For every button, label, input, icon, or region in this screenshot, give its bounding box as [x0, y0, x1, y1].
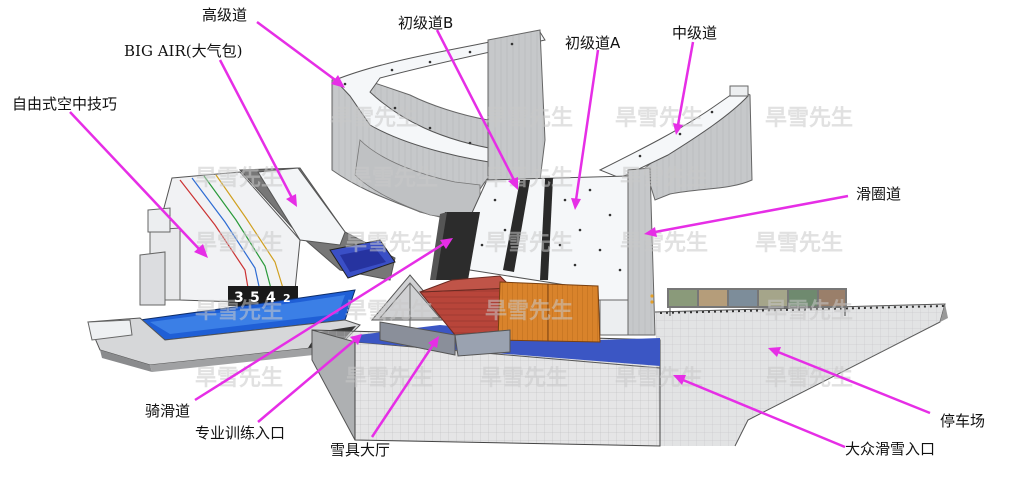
- arrow-intermediate: [676, 41, 695, 126]
- arrow-gear-hall: [370, 344, 435, 438]
- arrow-beginner-a: [574, 49, 600, 201]
- watermark-text: 旱雪先生: [485, 231, 573, 256]
- watermark-text: 旱雪先生: [485, 299, 573, 324]
- label-big-air: BIG AIR(大气包): [124, 42, 243, 60]
- label-bike-slope: 骑滑道: [145, 402, 191, 420]
- label-public-entrance: 大众滑雪入口: [845, 440, 936, 458]
- watermark-text: 旱雪先生: [620, 166, 708, 191]
- watermark-text: 旱雪先生: [345, 231, 433, 256]
- watermark-text: 旱雪先生: [620, 231, 708, 256]
- arrow-freestyle: [69, 111, 201, 251]
- watermark-text: 旱雪先生: [765, 106, 853, 131]
- arrow-advanced-slope: [256, 20, 339, 84]
- pointer-arrows: [69, 20, 931, 449]
- label-freestyle: 自由式空中技巧: [12, 95, 118, 113]
- beginner-slopes-structure: [454, 167, 656, 336]
- arrow-pro-entrance: [257, 339, 356, 423]
- jump-number: 4: [266, 290, 276, 306]
- arrow-parking: [777, 350, 931, 415]
- watermark-text: 旱雪先生: [485, 166, 573, 191]
- label-parking: 停车场: [940, 412, 986, 430]
- arrow-tubing: [654, 194, 849, 234]
- arrow-public-entrance: [682, 378, 846, 449]
- billboard: [667, 288, 847, 316]
- watermark-text: 旱雪先生: [350, 166, 438, 191]
- label-advanced-slope: 高级道: [202, 6, 248, 24]
- watermark-text: 旱雪先生: [755, 231, 843, 256]
- arrow-bike-slope: [194, 241, 446, 402]
- watermark-text: 旱雪先生: [195, 299, 283, 324]
- watermark-text: 旱雪先生: [485, 106, 573, 131]
- watermark-text: 旱雪先生: [765, 299, 853, 324]
- watermark-text: 旱雪先生: [615, 366, 703, 391]
- watermark-text: 旱雪先生: [345, 366, 433, 391]
- parking-lot: [654, 303, 948, 447]
- label-intermediate: 中级道: [672, 24, 718, 42]
- watermark-text: 旱雪先生: [195, 231, 283, 256]
- label-pro-entrance: 专业训练入口: [195, 424, 286, 442]
- label-beginner-b: 初级道B: [398, 14, 454, 32]
- jump-number-sign: 3 5 4 2: [234, 290, 291, 306]
- watermark-text: 旱雪先生: [615, 106, 703, 131]
- intermediate-slope-structure: [598, 85, 753, 201]
- watermark-text: 旱雪先生: [195, 166, 283, 191]
- jump-number: 3: [234, 290, 244, 306]
- label-gear-hall: 雪具大厅: [330, 441, 391, 459]
- label-tubing: 滑圈道: [856, 185, 902, 203]
- advanced-slope-structure: [331, 29, 546, 223]
- watermark-text: 旱雪先生: [765, 366, 853, 391]
- arrow-big-air: [218, 59, 294, 199]
- watermark-text: 旱雪先生: [480, 366, 568, 391]
- label-beginner-a: 初级道A: [565, 34, 621, 52]
- freestyle-area-structure: [87, 167, 396, 372]
- main-building: [311, 212, 661, 447]
- arrow-beginner-b: [435, 29, 516, 181]
- watermark-text: 旱雪先生: [345, 299, 433, 324]
- jump-number: 2: [283, 292, 291, 305]
- jump-number: 5: [250, 290, 260, 306]
- watermark-text: 旱雪先生: [330, 106, 418, 131]
- watermark-layer: 旱雪先生 旱雪先生 旱雪先生 旱雪先生 旱雪先生 旱雪先生 旱雪先生 旱雪先生 …: [195, 106, 853, 391]
- watermark-text: 旱雪先生: [195, 366, 283, 391]
